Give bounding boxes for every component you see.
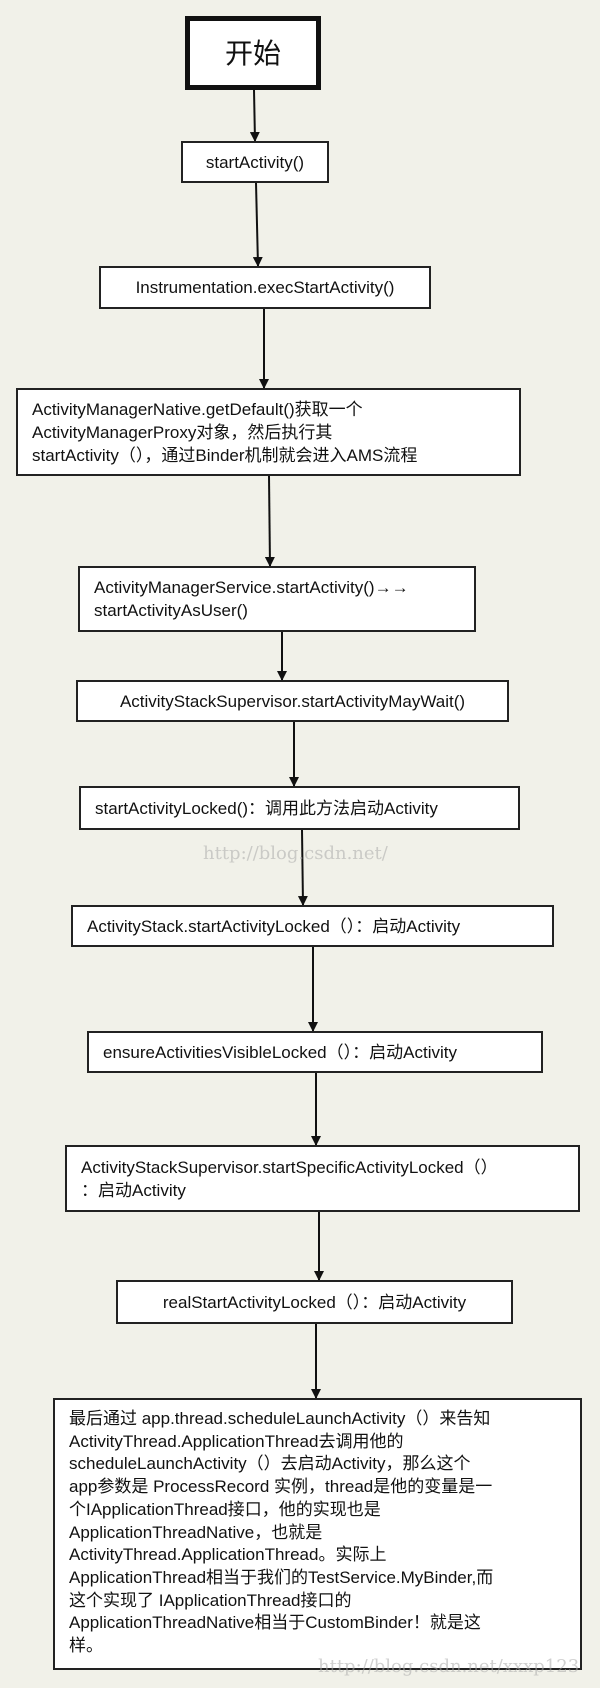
step-start-specific-activity: ActivityStackSupervisor.startSpecificAct… — [65, 1145, 580, 1212]
arrow-7 — [297, 829, 308, 906]
step-schedule-launch-activity: 最后通过 app.thread.scheduleLaunchActivity（）… — [53, 1398, 582, 1670]
watermark-middle: http://blog.csdn.net/ — [203, 843, 388, 864]
watermark-bottom: http://blog.csdn.net/xxxp123 — [318, 1656, 580, 1677]
step-activity-manager-service: ActivityManagerService.startActivity()→→… — [78, 566, 476, 632]
step-exec-start-activity: Instrumentation.execStartActivity() — [99, 266, 431, 309]
step-start-activity-locked: startActivityLocked()：调用此方法启动Activity — [79, 786, 520, 830]
arrow-1 — [249, 89, 260, 142]
arrow-4 — [264, 475, 275, 567]
step-real-start-activity: realStartActivityLocked（）：启动Activity — [116, 1280, 513, 1324]
start-node: 开始 — [185, 16, 321, 90]
step-ensure-activities-visible: ensureActivitiesVisibleLocked（）：启动Activi… — [87, 1031, 543, 1073]
step-start-activity: startActivity() — [181, 141, 329, 183]
step-start-activity-may-wait: ActivityStackSupervisor.startActivityMay… — [76, 680, 509, 722]
step-activity-manager-native: ActivityManagerNative.getDefault()获取一个 A… — [16, 388, 521, 476]
step-activity-stack-start-locked: ActivityStack.startActivityLocked（）：启动Ac… — [71, 905, 554, 947]
arrow-2 — [252, 182, 263, 267]
